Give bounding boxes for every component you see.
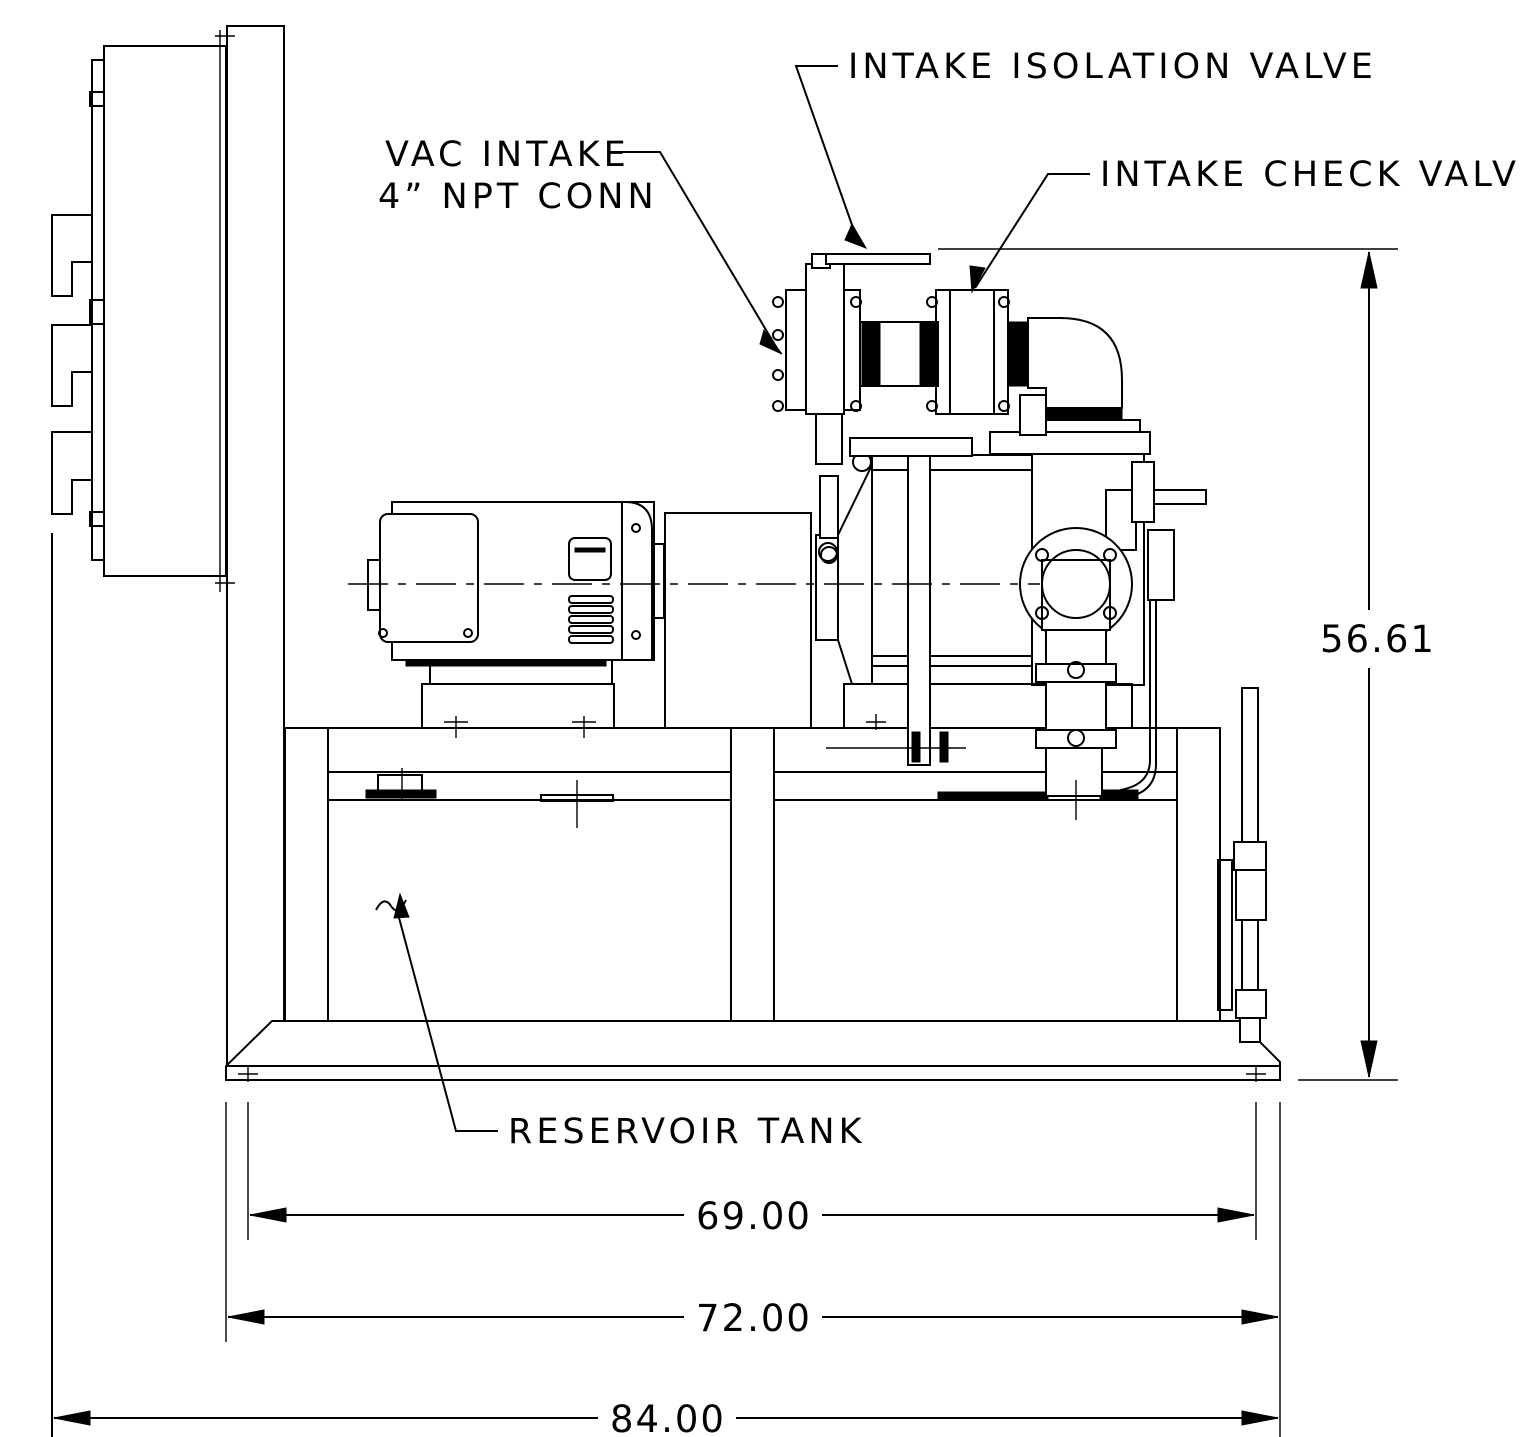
base-outer-dimension: 72.00 bbox=[227, 1297, 1279, 1340]
base-skid bbox=[225, 1020, 1281, 1082]
height-dimension: 56.61 bbox=[938, 248, 1436, 1081]
coupling-guard bbox=[664, 512, 812, 729]
intake-piping bbox=[772, 253, 1207, 799]
callout-reservoir-tank: RESERVOIR TANK bbox=[508, 1112, 866, 1152]
motor-cooling-vents bbox=[568, 595, 614, 644]
dimension-base-outer: 72.00 bbox=[696, 1297, 812, 1340]
callout-intake-isolation-valve: INTAKE ISOLATION VALVE bbox=[848, 47, 1377, 87]
callout-vac-intake-conn: 4” NPT CONN bbox=[378, 177, 658, 217]
dimension-overall: 84.00 bbox=[610, 1398, 726, 1437]
dimension-height: 56.61 bbox=[1320, 618, 1436, 661]
sight-gauge bbox=[1217, 687, 1267, 1043]
callout-intake-check-valve: INTAKE CHECK VALVE bbox=[1100, 155, 1522, 195]
overall-dimension: 84.00 bbox=[53, 1398, 1279, 1437]
dimension-base-inner: 69.00 bbox=[696, 1195, 812, 1238]
callout-leaders bbox=[393, 65, 1090, 1132]
control-panel bbox=[51, 25, 285, 1081]
discharge-flange bbox=[1019, 527, 1133, 820]
base-inner-dimension: 69.00 bbox=[249, 1195, 1255, 1238]
dimension-extension-lines bbox=[225, 1102, 1281, 1437]
callout-vac-intake: VAC INTAKE bbox=[385, 135, 630, 175]
motor bbox=[367, 501, 665, 738]
